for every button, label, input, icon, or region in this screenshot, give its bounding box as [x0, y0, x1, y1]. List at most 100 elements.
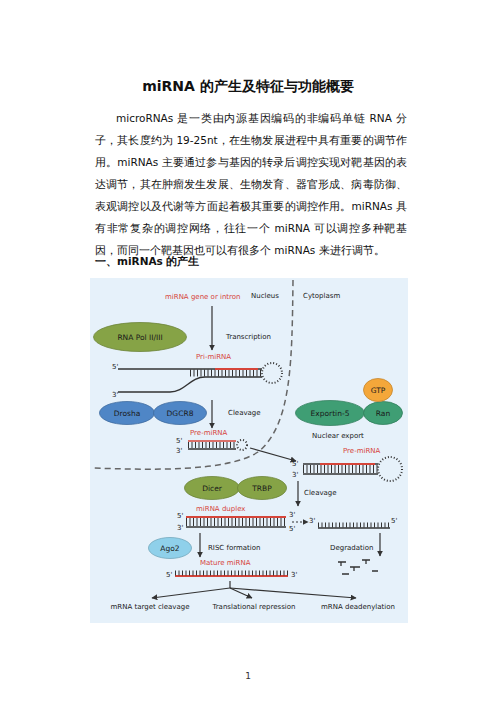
base-ticks — [175, 571, 288, 576]
ellipse-shape — [94, 323, 187, 352]
node-label: Exportin-5 — [311, 409, 350, 418]
hairpin-loop — [262, 363, 282, 383]
step-label: RISC formation — [208, 545, 261, 552]
step-label: Nuclear export — [312, 433, 364, 440]
protein-ellipse: DGCR8 — [153, 401, 207, 425]
passenger-strand — [318, 525, 390, 528]
rna-fragment — [338, 560, 378, 574]
figure-panel — [90, 278, 408, 623]
molecule-label: Mature miRNA — [200, 560, 250, 567]
mirna-strand — [215, 368, 258, 370]
rna-strand — [303, 473, 378, 474]
outcome-label: mRNA target cleavage — [110, 604, 189, 611]
molecule-label: Pre-miRNA — [190, 430, 227, 437]
strand-end-label: 5' — [176, 438, 182, 445]
strand-end-label: 3' — [176, 448, 182, 455]
node-label: TRBP — [252, 484, 271, 493]
protein-ellipse: GTP — [363, 378, 393, 402]
strand-end-label: 3' — [291, 572, 297, 579]
strand-end-label: 5' — [391, 518, 397, 525]
rna-strand — [318, 527, 390, 528]
page-number: 1 — [245, 672, 251, 681]
node-label: DGCR8 — [167, 409, 194, 418]
degraded-fragments — [338, 560, 378, 574]
nuclear-membrane — [92, 280, 293, 469]
ellipse-shape — [364, 402, 403, 425]
hairpin-loop — [378, 457, 402, 481]
page-title: miRNA 的产生及特征与功能概要 — [0, 78, 496, 96]
strand-end-label: 5' — [177, 513, 183, 520]
strand-end-label: 5' — [112, 364, 118, 371]
protein-ellipse: Drosha — [99, 401, 155, 425]
strand-end-label: 3' — [309, 518, 315, 525]
flow-arrow — [250, 448, 296, 461]
protein-ellipse: Dicer — [184, 476, 240, 500]
node-label: GTP — [371, 386, 386, 395]
molecule-label: miRNA duplex — [196, 506, 245, 513]
pre-mirna-structure — [303, 457, 402, 481]
strand-end-label: 3' — [112, 392, 118, 399]
protein-ellipse: TRBP — [237, 476, 287, 500]
mirna-strand — [188, 440, 236, 442]
body-paragraph: microRNAs 是一类由内源基因编码的非编码单链 RNA 分子，其长度约为 … — [95, 107, 407, 261]
step-label: Cleavage — [228, 410, 261, 417]
node-label: RNA Pol II/III — [117, 333, 162, 342]
protein-ellipse: RNA Pol II/III — [93, 322, 187, 352]
strand-end-label: 5' — [289, 526, 295, 533]
rna-strand — [303, 463, 378, 464]
mirna-strand — [186, 516, 286, 518]
ellipse-shape — [154, 402, 207, 425]
base-pairs — [190, 370, 262, 377]
strand-end-label: 3' — [177, 525, 183, 532]
ellipse-shape — [100, 402, 155, 425]
ellipse-shape — [296, 401, 365, 426]
outcome-label: Translational repression — [212, 604, 295, 611]
ellipse-shape — [185, 477, 240, 500]
rna-strand — [186, 526, 286, 527]
region-label: Cytoplasm — [303, 293, 340, 300]
flow-arrow — [199, 533, 200, 557]
mirna-duplex-structure — [186, 517, 286, 527]
ellipse-shape — [149, 538, 192, 559]
rna-strand — [118, 377, 262, 392]
hairpin-loop — [237, 440, 247, 450]
strand-end-label: 3' — [292, 472, 298, 479]
strand-end-label: 5' — [292, 461, 298, 468]
figure-label: miRNA gene or intron — [165, 294, 241, 301]
step-label: Transcription — [226, 334, 271, 341]
node-label: Dicer — [202, 484, 222, 493]
flow-arrow — [230, 588, 356, 598]
pre-mirna-structure — [188, 440, 247, 450]
base-pairs — [188, 442, 236, 448]
outcome-label: mRNA deadenylation — [321, 604, 395, 611]
mirna-strand — [320, 463, 375, 465]
protein-ellipse: Exportin-5 — [295, 400, 365, 426]
section-heading: 一、miRNAs 的产生 — [95, 256, 199, 267]
step-label: Degradation — [330, 545, 373, 552]
node-label: Ran — [376, 409, 390, 418]
step-label: Cleavage — [304, 490, 337, 497]
region-label: Nucleus — [251, 293, 279, 300]
strand-end-label: 5' — [166, 572, 172, 579]
base-pairs — [303, 465, 378, 473]
flow-arrow — [211, 306, 212, 350]
node-label: Drosha — [114, 409, 141, 418]
node-label: Ago2 — [160, 544, 179, 553]
flow-arrow — [152, 588, 230, 598]
base-pairs — [186, 518, 286, 526]
flow-arrow — [297, 481, 298, 506]
mature-mirna-structure — [175, 573, 288, 576]
flow-line — [229, 581, 230, 588]
protein-ellipse: Ago2 — [148, 537, 192, 559]
ellipse-shape — [364, 379, 393, 402]
pri-mirna-structure — [118, 363, 282, 392]
flow-arrow — [292, 521, 308, 522]
molecule-label: Pre-miRNA — [343, 448, 380, 455]
flow-arrow — [379, 533, 380, 556]
molecule-label: Pri-miRNA — [196, 354, 231, 361]
strand-end-label: 3' — [289, 512, 295, 519]
rna-strand — [188, 448, 236, 449]
flow-arrow — [211, 400, 212, 428]
